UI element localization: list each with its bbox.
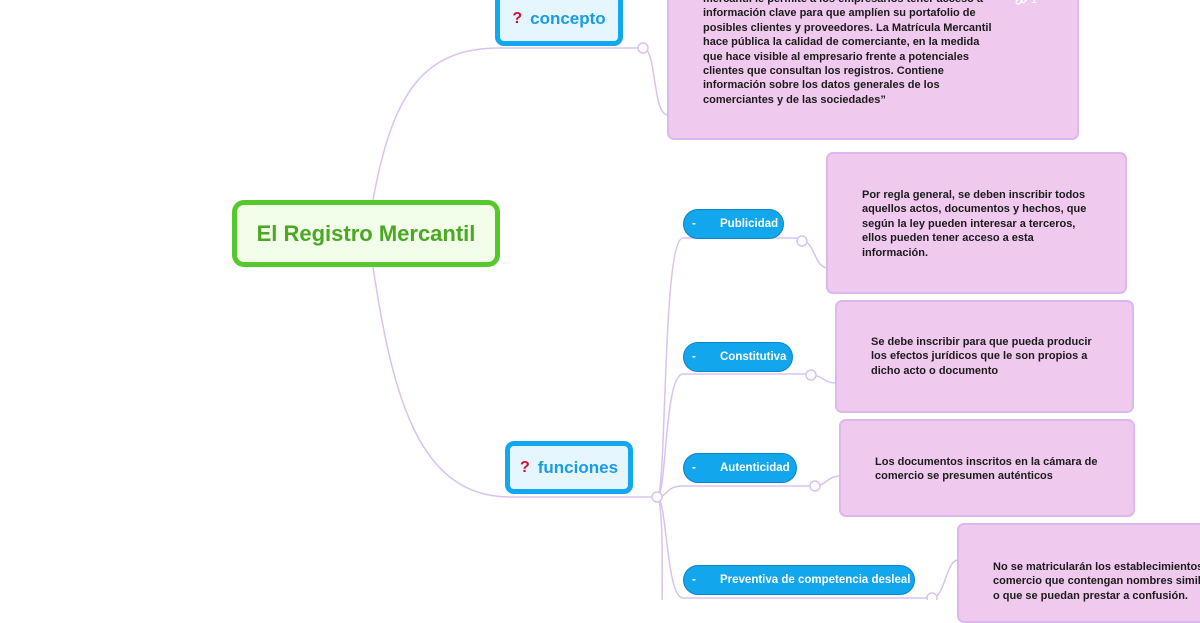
- bullet: -: [692, 351, 696, 363]
- funcion-label: Autenticidad: [720, 462, 790, 474]
- note-autenticidad[interactable]: Los documentos inscritos en la cámara de…: [839, 419, 1135, 517]
- note-constitutiva-text: Se debe inscribir para que pueda produci…: [871, 336, 1092, 377]
- topic-concepto-label: concepto: [530, 9, 606, 28]
- root-node[interactable]: El Registro Mercantil: [232, 200, 500, 267]
- bullet: -: [692, 462, 696, 474]
- funcion-label: Preventiva de competencia desleal: [720, 574, 911, 586]
- topic-funciones-label: funciones: [537, 457, 619, 477]
- topic-funciones[interactable]: ? funciones: [505, 441, 633, 494]
- note-concepto[interactable]: mercantil le permite a los empresarios t…: [667, 0, 1079, 140]
- link-indicator[interactable]: 1: [1015, 0, 1037, 7]
- note-preventiva[interactable]: No se matricularán los establecimientos …: [957, 523, 1200, 623]
- funcion-constitutiva[interactable]: - Constitutiva: [683, 342, 793, 372]
- bullet: -: [692, 218, 696, 230]
- funcion-publicidad[interactable]: - Publicidad: [683, 209, 784, 239]
- link-count: 1: [1031, 0, 1038, 6]
- note-concepto-text: mercantil le permite a los empresarios t…: [703, 0, 992, 106]
- link-icon: [1015, 0, 1028, 5]
- note-constitutiva[interactable]: Se debe inscribir para que pueda produci…: [835, 300, 1134, 413]
- note-preventiva-text: No se matricularán los establecimientos …: [993, 561, 1200, 602]
- funcion-label: Publicidad: [720, 218, 779, 230]
- note-publicidad-text: Por regla general, se deben inscribir to…: [862, 189, 1087, 259]
- connector-lines: [372, 42, 959, 600]
- topic-concepto[interactable]: ? concepto: [495, 0, 623, 46]
- note-autenticidad-text: Los documentos inscritos en la cámara de…: [875, 456, 1098, 483]
- funcion-label: Constitutiva: [720, 351, 787, 363]
- question-mark-icon: ?: [519, 458, 530, 476]
- root-title: El Registro Mercantil: [256, 220, 476, 246]
- question-mark-icon: ?: [512, 10, 523, 27]
- funcion-autenticidad[interactable]: - Autenticidad: [683, 453, 797, 483]
- bullet: -: [692, 574, 696, 586]
- note-publicidad[interactable]: Por regla general, se deben inscribir to…: [826, 152, 1127, 294]
- funcion-preventiva[interactable]: - Preventiva de competencia desleal: [683, 565, 915, 595]
